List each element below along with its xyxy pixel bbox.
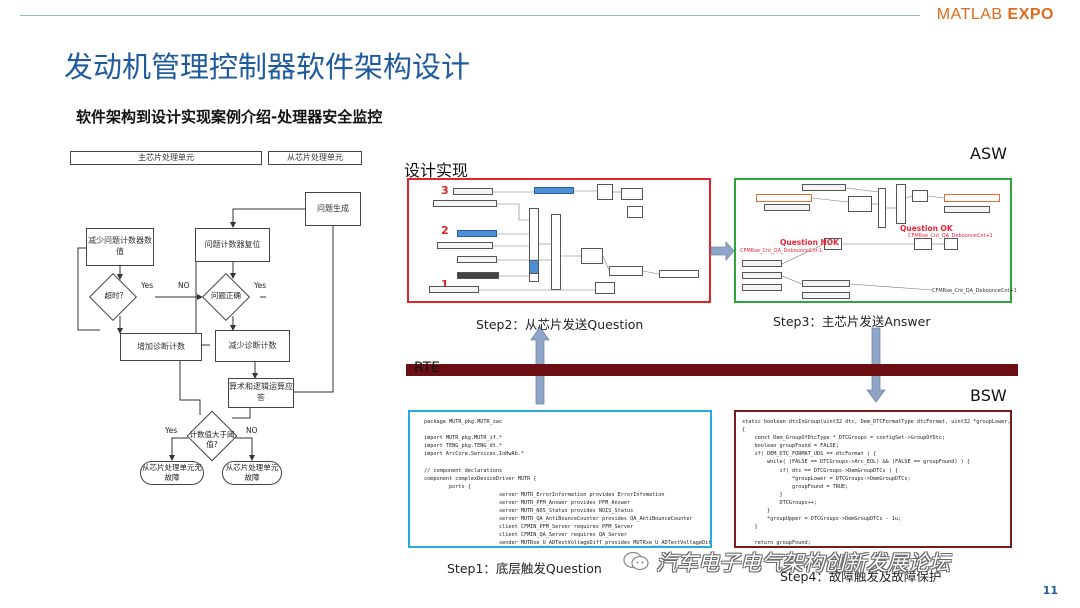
matlab-expo-logo: MATLAB EXPO — [936, 6, 1054, 23]
outport-block — [802, 280, 850, 287]
inport-block — [429, 286, 479, 293]
label-yes-right: Yes — [254, 281, 267, 290]
outport-block — [944, 206, 990, 213]
page-number: 11 — [1042, 584, 1058, 597]
arrow-impl-to-asw — [710, 240, 735, 262]
question-ok-formula: CFMRxe_Cnt_QA_DebounceCnt+1 — [908, 233, 993, 239]
label-no-mid: NO — [178, 281, 190, 290]
inport-block — [457, 272, 499, 279]
box-problem-generation: 问题生成 — [305, 192, 361, 226]
question-ok-label: Question OK — [900, 224, 953, 233]
step1-label: Step1：底层触发Question — [447, 561, 602, 576]
inport-block — [437, 242, 493, 249]
wechat-watermark-icon — [623, 551, 649, 571]
label-asw: ASW — [970, 144, 1007, 163]
mux-block — [896, 184, 906, 224]
mux-block — [529, 208, 539, 282]
rte-layer-label: RTE — [414, 360, 441, 376]
inport-block — [742, 284, 782, 291]
model-frame-question: 3 2 1 — [407, 178, 711, 303]
diamond-correct-text: 问题正确 — [211, 291, 241, 300]
switch-block — [912, 190, 928, 202]
marker-2: 2 — [441, 224, 449, 237]
box-add-diagnostic: 增加诊断计数 — [120, 333, 202, 361]
label-design-impl: 设计实现 — [404, 161, 469, 180]
rte-layer-bar — [406, 364, 1018, 376]
logic-block — [848, 196, 872, 212]
outport-block — [802, 292, 850, 299]
inport-block — [742, 272, 782, 279]
inport-block — [453, 188, 493, 195]
question-nok-label: Question NOK — [780, 238, 839, 247]
switch-block — [621, 188, 643, 200]
goto-block — [457, 230, 497, 237]
box-arith-logic-answer: 算术和逻辑运算应答 — [228, 378, 294, 408]
highlighted-inport — [756, 194, 812, 202]
sum-block — [914, 238, 932, 250]
label-yes-left: Yes — [141, 281, 154, 290]
lane-sub-header: 从芯片处理单元 — [268, 151, 362, 165]
step2-label: Step2：从芯片发送Question — [476, 317, 644, 332]
code-frame-component: package MUTR_pkg.MUTR_swc import MUTR_pk… — [408, 410, 712, 548]
diamond-threshold-text: 计数值大于阈值? — [189, 430, 235, 449]
from-block — [529, 260, 539, 274]
oval-sub-fault: 从芯片处理单元故障 — [222, 461, 282, 485]
box-reduce-diagnostic: 减少诊断计数 — [215, 330, 290, 362]
outport-block — [659, 270, 699, 278]
box-reset-counter: 问题计数器复位 — [195, 228, 270, 262]
sum-block — [824, 238, 842, 250]
page-title: 发动机管理控制器软件架构设计 — [64, 50, 471, 84]
inport-block — [433, 200, 497, 207]
highlighted-outport — [944, 194, 1000, 202]
inport-block — [742, 260, 782, 267]
model-wires — [781, 187, 945, 291]
box-reduce-counter: 减少问题计数器数值 — [86, 228, 154, 266]
goto-block — [534, 187, 574, 194]
logic-block — [581, 248, 603, 264]
step4-label: Step4：故障触发及故障保护 — [780, 569, 942, 584]
question-nok-formula: CFMRxe_Cnt_QA_DebounceCnt-1 — [740, 248, 823, 254]
dem-code: static boolean dtcInGroup(uint32 dtc, De… — [742, 419, 1010, 546]
label-no-bottom: NO — [246, 426, 258, 435]
subsystem-block — [609, 266, 643, 276]
marker-3: 3 — [441, 184, 449, 197]
mux-block — [551, 214, 561, 290]
terminator-block — [627, 206, 643, 218]
inport-block — [457, 256, 497, 263]
forum-watermark: 汽车电子电气架构创新发展论坛 — [656, 551, 950, 575]
label-yes-bottom: Yes — [165, 426, 178, 435]
oval-sub-no-fault: 从芯片处理单元无故障 — [140, 461, 204, 485]
lane-main-header: 主芯片处理单元 — [70, 151, 262, 165]
inport-block — [764, 204, 810, 211]
model-frame-answer: Question NOK CFMRxe_Cnt_QA_DebounceCnt-1… — [734, 178, 1017, 303]
gain-block — [944, 238, 958, 250]
code-frame-dem: static boolean dtcInGroup(uint32 dtc, De… — [734, 410, 1012, 548]
model-wires — [479, 190, 660, 291]
label-bsw: BSW — [970, 386, 1007, 405]
mux-block — [878, 188, 886, 228]
header-rule — [20, 15, 920, 16]
inport-block — [802, 184, 846, 191]
product-block — [597, 184, 613, 200]
component-code: package MUTR_pkg.MUTR_swc import MUTR_pk… — [424, 419, 710, 546]
unit-delay-block — [595, 282, 615, 294]
page-subtitle: 软件架构到设计实现案例介绍-处理器安全监控 — [76, 108, 383, 126]
diamond-timeout-text: 超时? — [104, 291, 124, 300]
debounce-output-label: CFMRxe_Cnt_QA_DebounceCnt+1 — [932, 288, 1017, 294]
step3-label: Step3：主芯片发送Answer — [773, 314, 931, 329]
marker-1: 1 — [441, 278, 449, 291]
